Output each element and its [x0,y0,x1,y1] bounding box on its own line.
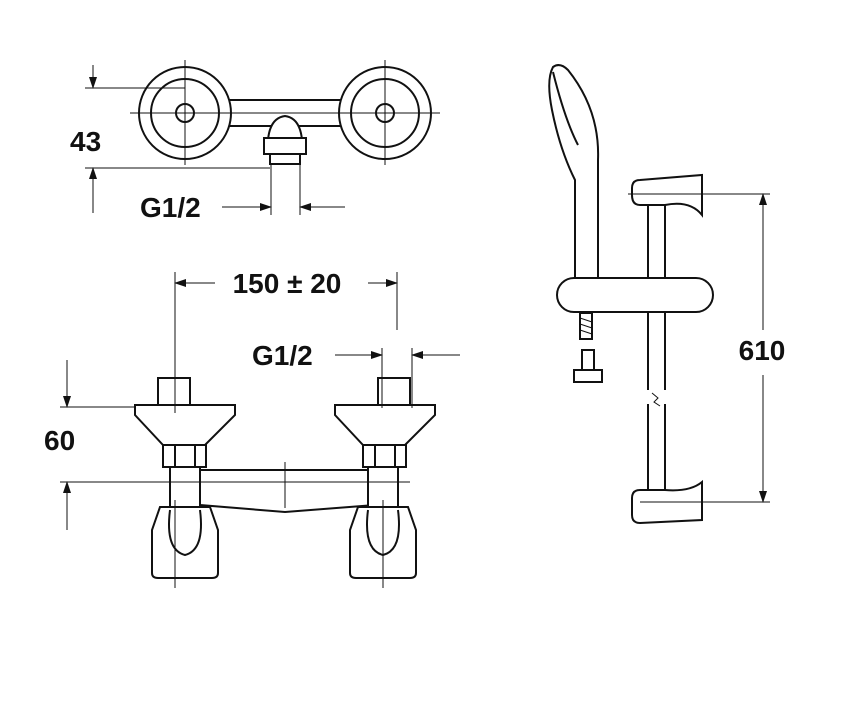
rail-length-label: 610 [739,335,786,366]
shower-rail [548,64,714,525]
dimension-60: 60 [44,360,410,530]
dimension-610: 610 [628,193,786,503]
thread-label-top: G1/2 [140,192,201,223]
dimension-g12-front: G1/2 [252,340,460,408]
right-valve [334,377,436,588]
dimension-60-label: 60 [44,425,75,456]
dimension-150: 150 ± 20 [174,268,398,413]
dimension-g12-top: G1/2 [140,165,345,223]
dimension-43: 43 [70,65,270,213]
spacing-label: 150 ± 20 [233,268,342,299]
left-valve [134,377,236,588]
thread-label-front: G1/2 [252,340,313,371]
mixer-top-view [130,60,440,165]
mixer-front-view [134,377,436,588]
dimension-43-label: 43 [70,126,101,157]
